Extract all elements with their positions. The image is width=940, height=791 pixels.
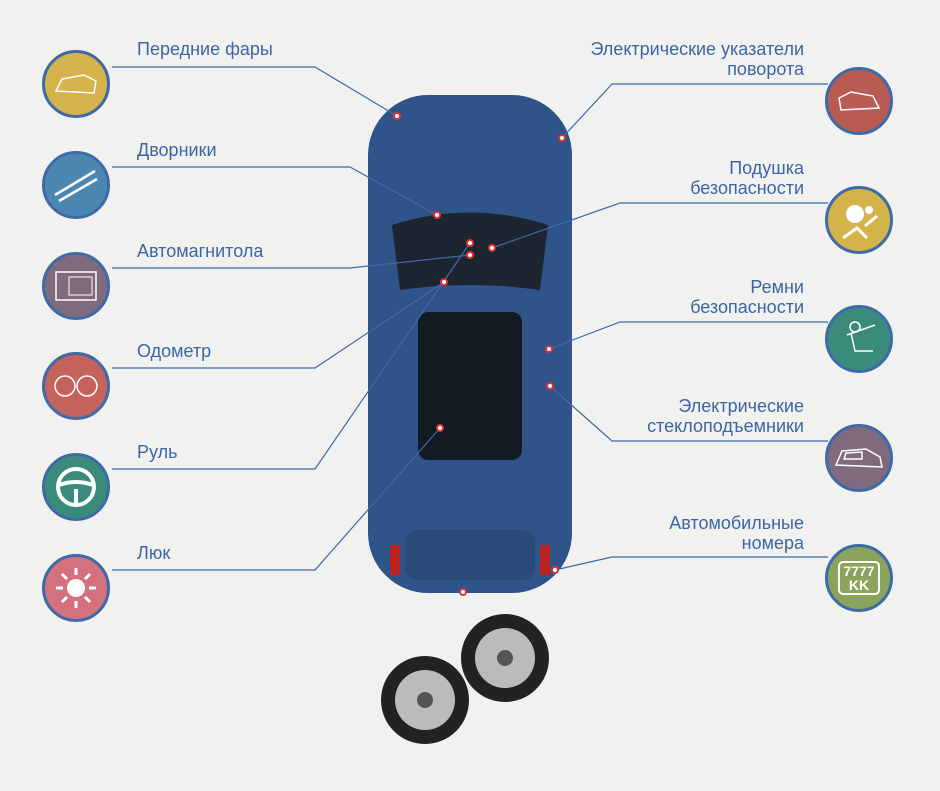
- label-sunroof: Люк: [137, 543, 171, 563]
- wheel-icon: [381, 656, 469, 744]
- callout-dots: [393, 112, 566, 596]
- airbag-icon: [825, 186, 893, 254]
- label-odometer: Одометр: [137, 341, 212, 361]
- label-wipers: Дворники: [137, 140, 217, 160]
- label-headlights: Передние фары: [137, 39, 273, 59]
- steering-wheel-icon: [42, 453, 110, 521]
- label-turn-signals: Электрические указатели поворота: [590, 39, 804, 79]
- label-seatbelts: Ремни безопасности: [690, 277, 804, 317]
- label-license-plates: Автомобильные номера: [669, 513, 804, 553]
- label-car-radio: Автомагнитола: [137, 241, 264, 261]
- sunroof-sun-icon: [42, 554, 110, 622]
- headlight-icon: [42, 50, 110, 118]
- plate-region: KK: [848, 577, 870, 593]
- car-top-view: [368, 95, 572, 593]
- wiper-icon: [42, 151, 110, 219]
- callout-lines: [112, 66, 828, 571]
- label-steering-wheel: Руль: [137, 442, 178, 462]
- plate-number: 7777: [843, 563, 875, 579]
- power-window-icon: [825, 424, 893, 492]
- wheel-icon: [461, 614, 549, 702]
- seatbelt-icon: [825, 305, 893, 373]
- car-radio-icon: [42, 252, 110, 320]
- label-power-windows: Электрические стеклоподъемники: [647, 396, 804, 436]
- label-airbag: Подушка безопасности: [690, 158, 804, 198]
- odometer-icon: [42, 352, 110, 420]
- turn-signal-car-icon: [825, 67, 893, 135]
